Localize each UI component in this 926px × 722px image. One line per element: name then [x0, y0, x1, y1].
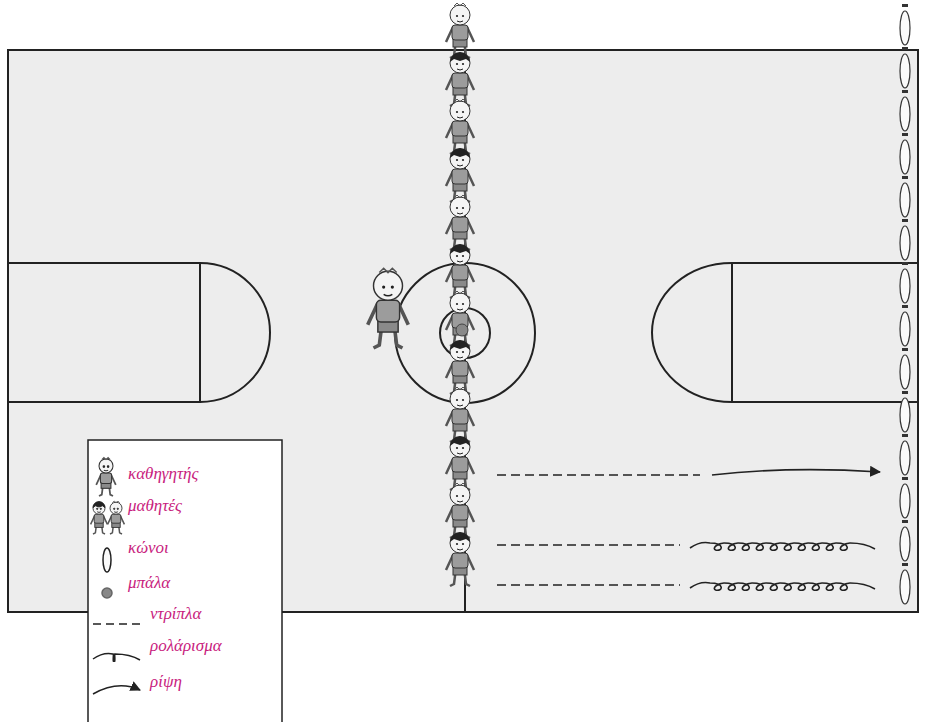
- legend-box: [88, 440, 282, 722]
- roll-line: [690, 583, 875, 591]
- cone: [900, 484, 910, 518]
- legend-label: μπάλα: [128, 573, 170, 593]
- ball: [456, 324, 468, 336]
- cone: [900, 527, 910, 561]
- cone: [900, 441, 910, 475]
- person-figure: [446, 436, 474, 490]
- person-figure: [446, 532, 474, 586]
- person-figure: [446, 291, 474, 346]
- cone: [900, 11, 910, 45]
- person-figure: [446, 387, 474, 442]
- person-figure: [96, 458, 116, 497]
- legend-label: μαθητές: [128, 496, 182, 516]
- person-figure: [446, 99, 474, 154]
- legend-label: ρίψη: [150, 672, 182, 692]
- roll-line: [690, 543, 875, 551]
- cone: [900, 183, 910, 217]
- person-figure: [446, 340, 474, 394]
- cone: [900, 140, 910, 174]
- dribble-line: [497, 584, 680, 586]
- person-figure: [108, 501, 125, 534]
- cone: [900, 312, 910, 346]
- cone: [900, 97, 910, 131]
- legend-label: καθηγητής: [128, 464, 198, 484]
- cone: [900, 269, 910, 303]
- person-figure: [446, 148, 474, 202]
- person-figure: [446, 244, 474, 298]
- person-figure: [368, 268, 409, 348]
- cone: [900, 54, 910, 88]
- throw-arrow: [712, 470, 880, 475]
- cone: [900, 355, 910, 389]
- cones: [900, 4, 910, 604]
- drill-paths: [497, 470, 880, 591]
- legend-label: ρολάρισμα: [150, 636, 222, 656]
- figures: [368, 3, 474, 586]
- dribble-line: [497, 474, 700, 476]
- person-figure: [446, 3, 474, 58]
- person-figure: [446, 483, 474, 538]
- person-figure: [446, 195, 474, 250]
- legend-label: κώνοι: [128, 538, 169, 558]
- dribble-line: [497, 544, 680, 546]
- cone: [900, 398, 910, 432]
- person-figure: [91, 502, 108, 534]
- cone: [900, 570, 910, 604]
- person-figure: [446, 52, 474, 106]
- cone: [900, 226, 910, 260]
- legend-label: ντρίπλα: [150, 604, 201, 624]
